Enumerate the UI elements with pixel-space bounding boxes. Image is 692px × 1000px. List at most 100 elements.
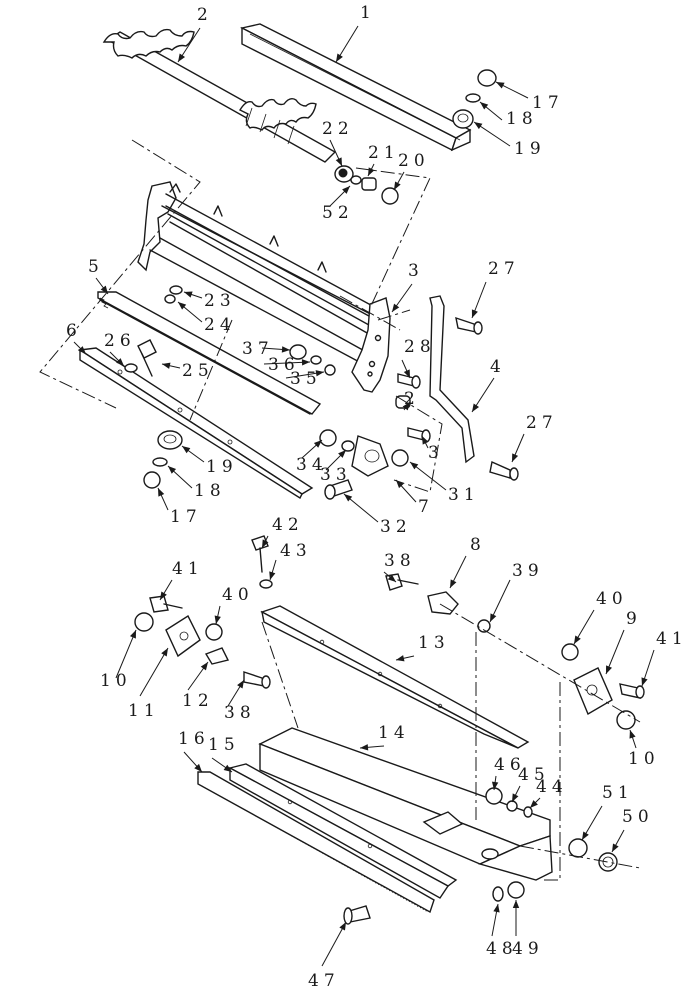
part-15-bar <box>228 763 458 899</box>
leader-arrowhead <box>194 763 202 772</box>
leader-arrowhead <box>480 102 489 110</box>
callout-44: 44 <box>536 777 568 797</box>
parts-10-11-12-left <box>134 595 271 689</box>
leader-arrowhead <box>342 186 350 194</box>
leader-arrowhead <box>200 662 208 671</box>
leader-arrowhead <box>472 403 480 412</box>
leader-arrowhead <box>161 648 168 657</box>
leader-arrowhead <box>168 466 177 474</box>
callout-45: 45 <box>518 765 550 785</box>
leader-line <box>139 647 169 697</box>
parts-23-24-washers <box>164 285 183 304</box>
callout-13: 13 <box>418 633 450 653</box>
parts-17-18-19-lower <box>143 430 183 489</box>
leader-arrowhead <box>641 677 648 686</box>
part-2-auger-shaft <box>102 28 336 163</box>
callout-3: 3 <box>408 261 424 281</box>
leader-arrowhead <box>396 655 405 662</box>
callout-32: 32 <box>380 517 412 537</box>
callout-27-upper: 27 <box>488 259 520 279</box>
leader-arrowhead <box>582 831 589 840</box>
leader-arrowhead <box>178 53 186 62</box>
callout-1: 1 <box>360 3 376 23</box>
callout-38-upper: 38 <box>384 551 416 571</box>
callout-labels: 1 2 3 4 5 6 17 18 19 22 21 20 52 27 23 2… <box>66 3 683 991</box>
callout-10-left: 10 <box>100 671 132 691</box>
parts-17-18-19-upper <box>452 69 497 129</box>
callout-51: 51 <box>602 783 634 803</box>
leader-line <box>115 629 137 679</box>
part-13-angle <box>260 605 530 749</box>
leader-line <box>321 921 347 967</box>
callout-41-left: 41 <box>172 559 204 579</box>
leader-arrowhead <box>491 781 499 790</box>
leader-arrowhead <box>344 494 353 502</box>
leader-arrowhead <box>402 402 410 411</box>
leader-arrowhead <box>530 800 538 808</box>
leader-arrowhead <box>78 346 86 354</box>
main-frame <box>137 181 391 393</box>
leader-arrowhead <box>360 744 369 751</box>
callout-47: 47 <box>308 971 340 991</box>
callout-35: 35 <box>290 369 322 389</box>
callout-52: 52 <box>322 203 354 223</box>
parts-9-10-40-41-right <box>561 643 645 730</box>
part-1-top-plate <box>239 23 472 152</box>
parts-42-43-bolt <box>251 535 273 589</box>
leader-arrowhead <box>237 680 244 689</box>
part-14-housing <box>258 727 553 881</box>
callout-50: 50 <box>622 807 654 827</box>
callout-8: 8 <box>470 535 486 555</box>
leader-arrowhead <box>339 922 346 931</box>
leader-arrowhead <box>129 630 136 639</box>
callout-17-lower: 17 <box>170 507 202 527</box>
callout-17-upper: 17 <box>532 93 564 113</box>
leader-arrowhead <box>313 440 322 448</box>
leader-arrowhead <box>100 285 108 294</box>
callout-46: 46 <box>494 755 526 775</box>
callout-21: 21 <box>368 143 400 163</box>
callout-26: 26 <box>104 331 136 351</box>
leader-arrowhead <box>394 181 401 190</box>
callout-6: 6 <box>66 321 82 341</box>
parts-44-51 <box>343 787 618 925</box>
callout-12: 12 <box>182 691 214 711</box>
leader-arrowhead <box>160 591 167 600</box>
leader-arrowhead <box>629 730 636 739</box>
parts-8-38-39 <box>385 573 491 633</box>
callout-22: 22 <box>322 119 354 139</box>
callout-14: 14 <box>378 723 410 743</box>
leader-lines <box>73 25 655 967</box>
leader-arrowhead <box>335 157 342 166</box>
callout-4: 4 <box>490 357 506 377</box>
callout-3-lower: 3 <box>428 443 444 463</box>
leader-arrowhead <box>162 362 171 369</box>
callout-19-lower: 19 <box>206 457 238 477</box>
parts-35-36-37 <box>289 344 336 376</box>
leader-arrowhead <box>223 764 232 772</box>
callout-11: 11 <box>128 701 160 721</box>
leader-arrowhead <box>612 843 619 852</box>
leader-arrowhead <box>496 82 505 89</box>
callout-40-right: 40 <box>596 589 628 609</box>
callout-10-right: 10 <box>628 749 660 769</box>
callout-27-lower: 27 <box>526 413 558 433</box>
leader-arrowhead <box>184 291 193 298</box>
leader-arrowhead <box>182 446 191 454</box>
callout-31: 31 <box>448 485 480 505</box>
parts-20-21-22-52-hardware <box>334 165 399 205</box>
leader-arrowhead <box>336 53 343 62</box>
callout-48: 48 <box>486 939 518 959</box>
leader-arrowhead <box>214 615 221 624</box>
part-6-angle-bar <box>78 347 314 500</box>
leader-arrowhead <box>474 122 483 130</box>
leader-arrowhead <box>116 358 124 366</box>
callout-40-left: 40 <box>222 585 254 605</box>
leader-arrowhead <box>512 900 520 908</box>
callout-33: 33 <box>320 465 352 485</box>
leader-arrowhead <box>490 613 497 622</box>
callout-36: 36 <box>268 355 300 375</box>
callout-25: 25 <box>182 361 214 381</box>
callout-42: 42 <box>272 515 304 535</box>
